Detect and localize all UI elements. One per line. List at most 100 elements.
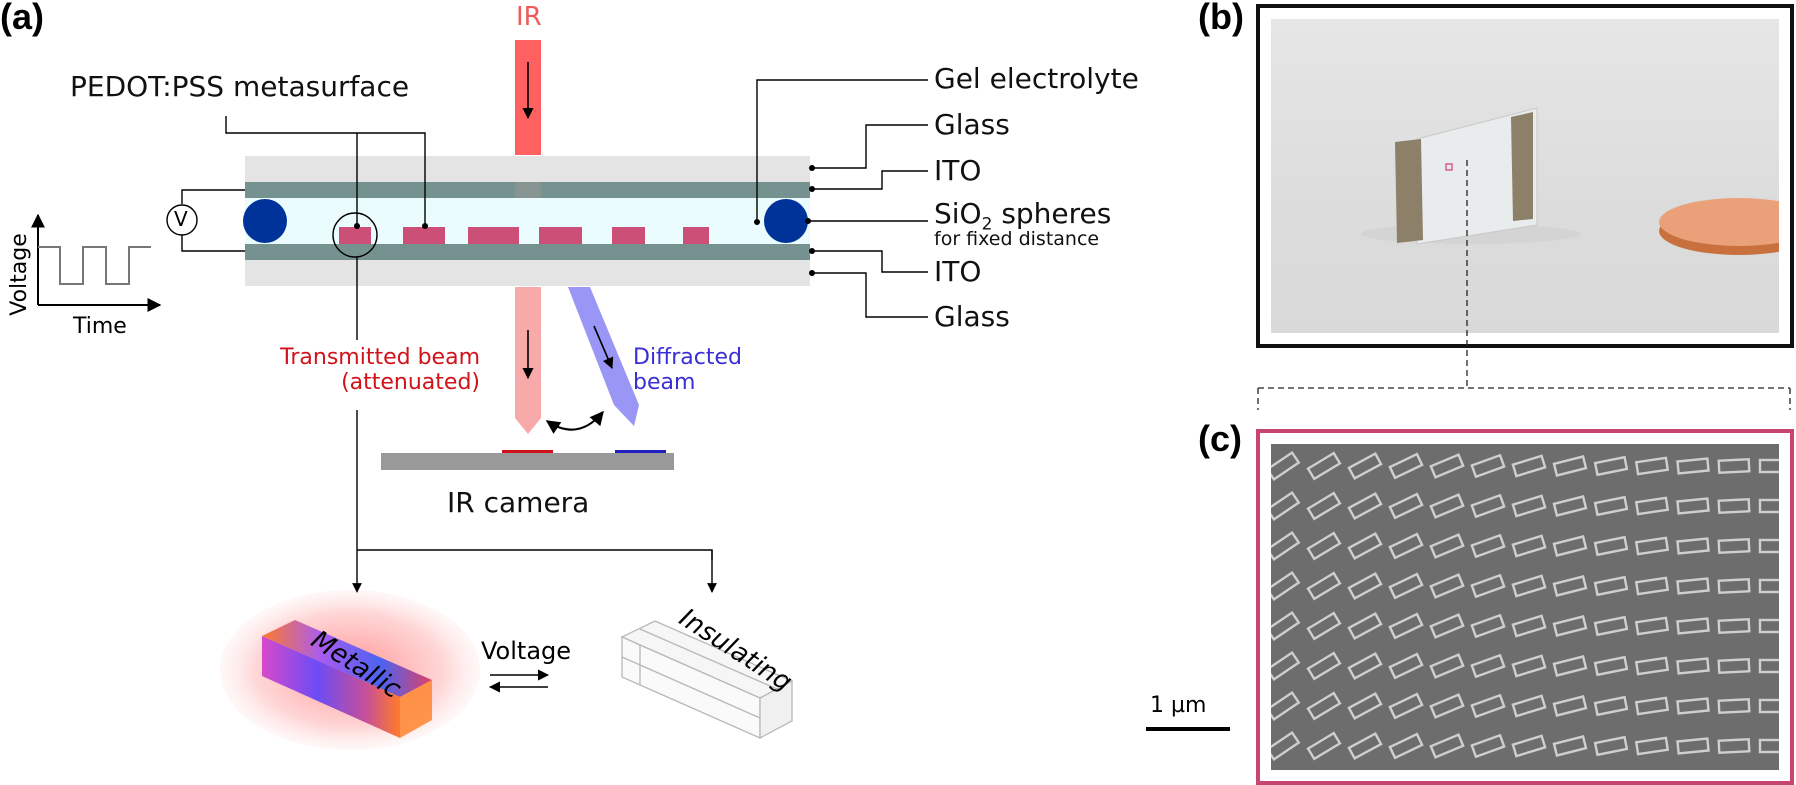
nanorod <box>1470 733 1506 759</box>
nanorod <box>1429 453 1465 479</box>
plot-xlabel: Time <box>73 314 127 339</box>
nanorod <box>1347 651 1383 681</box>
nanorod <box>1388 692 1424 720</box>
nanorod <box>1593 615 1629 637</box>
left-electrode <box>1395 139 1423 243</box>
nanorod <box>1511 654 1547 678</box>
nanorod <box>1758 618 1779 634</box>
nanorod <box>1676 457 1710 475</box>
nanorod <box>1388 572 1424 600</box>
panel-c-frame <box>1256 429 1794 785</box>
nanorod <box>1717 658 1751 674</box>
ir-camera-label: IR camera <box>447 486 590 519</box>
nanorod <box>1634 616 1670 636</box>
nanorod <box>1552 455 1588 477</box>
nanorod <box>1388 612 1424 640</box>
nanorod <box>1758 498 1779 514</box>
nanorod <box>1271 730 1301 762</box>
nanorod <box>1758 658 1779 674</box>
nanorod <box>1758 698 1779 714</box>
nanorod <box>1429 613 1465 639</box>
glass-bottom-label: Glass <box>934 300 1010 333</box>
panel-label-c: (c) <box>1198 418 1242 459</box>
nanorod <box>1306 691 1342 721</box>
nanorod <box>1470 573 1506 599</box>
right-electrode <box>1511 112 1533 221</box>
panel-label-a: (a) <box>0 0 44 37</box>
gel-electrolyte-layer <box>245 198 810 244</box>
nanorod <box>1271 690 1301 722</box>
nanorod <box>1271 610 1301 642</box>
nanorod <box>1429 693 1465 719</box>
nanorod <box>1717 498 1751 514</box>
nanorod <box>1306 651 1342 681</box>
glass-top-label: Glass <box>934 108 1010 141</box>
scale-bar <box>1146 727 1230 731</box>
scale-bar-label: 1 µm <box>1150 693 1207 718</box>
nanorod <box>1593 535 1629 557</box>
ito-bottom-layer <box>245 244 810 260</box>
nanorod <box>1758 458 1779 474</box>
nanorod <box>1511 614 1547 638</box>
sio2-sphere-left <box>243 199 287 243</box>
sem-image <box>1271 444 1779 770</box>
device-photo <box>1271 19 1796 333</box>
nanorod <box>1676 697 1710 715</box>
nanorod <box>1271 570 1301 602</box>
nanorod <box>1306 451 1342 481</box>
nanorod <box>1347 691 1383 721</box>
nanorod <box>1470 453 1506 479</box>
nanorod <box>1470 653 1506 679</box>
diffracted-beam-label: Diffracted beam <box>633 345 742 395</box>
nanorod <box>1634 656 1670 676</box>
nanorod <box>1634 696 1670 716</box>
nanorod <box>1676 577 1710 595</box>
nanorod <box>1593 455 1629 477</box>
nanorod <box>1552 615 1588 637</box>
nanorod <box>1552 495 1588 517</box>
panel-connector <box>1257 160 1791 410</box>
nanorod <box>1306 611 1342 641</box>
nanorod <box>1429 533 1465 559</box>
metasurface-label: PEDOT:PSS metasurface <box>70 70 410 103</box>
nanorod <box>1470 693 1506 719</box>
camera-spot-transmitted <box>502 450 553 453</box>
metasurface-element <box>612 227 645 244</box>
nanorod <box>1552 575 1588 597</box>
metasurface-element <box>683 227 709 244</box>
camera-spot-diffracted <box>615 450 666 453</box>
nanorod <box>1552 535 1588 557</box>
nanorod <box>1271 490 1301 522</box>
ito-top-layer <box>245 182 810 198</box>
nanorod <box>1470 533 1506 559</box>
nanorod <box>1306 531 1342 561</box>
metasurface-element <box>468 227 519 244</box>
nanorod <box>1511 454 1547 478</box>
plot-ylabel: Voltage <box>6 233 32 316</box>
sem-metasurface <box>1271 450 1779 762</box>
nanorod <box>1593 695 1629 717</box>
voltmeter-symbol: V <box>174 207 188 231</box>
nanorod <box>1511 534 1547 558</box>
nanorod <box>1634 456 1670 476</box>
nanorod <box>1511 734 1547 758</box>
glass-bottom-layer <box>245 260 810 286</box>
nanorod <box>1429 733 1465 759</box>
nanorod <box>1429 653 1465 679</box>
ito-top-label: ITO <box>934 154 982 187</box>
sio2-spheres-label: SiO2 spheres <box>934 197 1112 235</box>
device-photo-content <box>1361 107 1796 255</box>
nanorod <box>1271 530 1301 562</box>
metasurface-element <box>403 227 445 244</box>
nanorod <box>1347 531 1383 561</box>
metasurface-element <box>539 227 582 244</box>
nanorod <box>1347 611 1383 641</box>
square-wave <box>38 246 151 285</box>
nanorod <box>1593 655 1629 677</box>
zoom-circle <box>332 212 378 258</box>
switch-voltage-label: Voltage <box>481 637 572 665</box>
nanorod <box>1347 571 1383 601</box>
sio2-sphere-right <box>764 199 808 243</box>
sample-marker <box>1445 163 1453 171</box>
panel-label-b: (b) <box>1198 0 1244 37</box>
